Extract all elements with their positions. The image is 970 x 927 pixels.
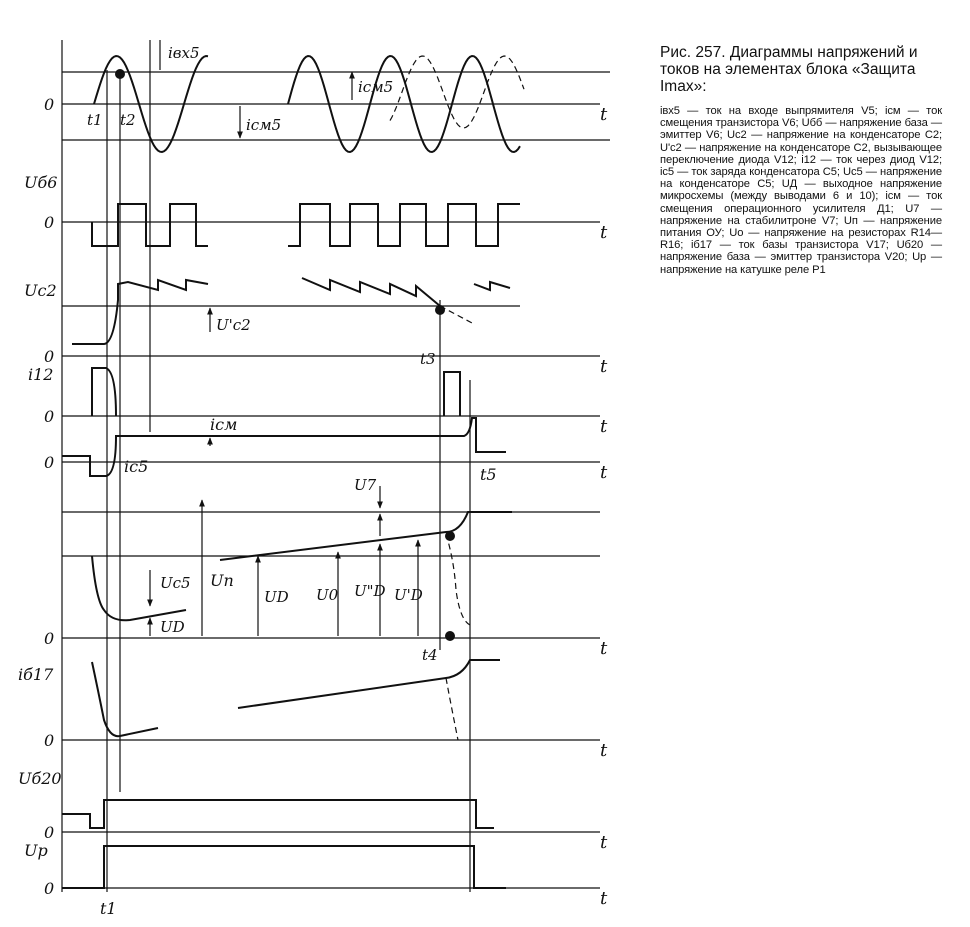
uc2-dashed <box>439 305 475 325</box>
label-ub6: Uб6 <box>24 173 57 192</box>
zero-label: 0 <box>44 347 54 366</box>
label-udp: U'D <box>394 586 423 604</box>
i12-pulse-left <box>91 367 117 417</box>
time-axis-label: t <box>600 740 608 761</box>
ud-rise <box>219 511 512 561</box>
label-t5: t5 <box>480 465 497 484</box>
zero-label: 0 <box>44 879 54 898</box>
label-ib17: iб17 <box>18 665 54 684</box>
label-uc2: Uc2 <box>24 281 57 300</box>
label-up: Up <box>24 841 48 860</box>
zero-label: 0 <box>44 407 54 426</box>
time-axis-label: t <box>600 104 608 125</box>
uc2-right-tail <box>473 280 511 292</box>
label-u7: U7 <box>354 476 377 494</box>
label-uc2p: U'c2 <box>216 316 251 334</box>
caption-body: iвх5 — ток на входе выпрямителя V5; iсм … <box>660 105 942 276</box>
zero-label: 0 <box>44 453 54 472</box>
time-axis-label: t <box>600 888 608 909</box>
ud-decay <box>91 555 187 622</box>
ib17-rise <box>237 659 500 709</box>
time-axis-label: t <box>600 832 608 853</box>
label-icm: iсм <box>210 415 237 434</box>
zero-label: 0 <box>44 213 54 232</box>
zero-label: 0 <box>44 823 54 842</box>
sine-dashed <box>389 55 525 129</box>
label-i12: i12 <box>28 365 53 384</box>
label-t3: t3 <box>420 350 436 368</box>
sine-ivx5-right <box>287 54 521 154</box>
uc2-left <box>72 278 209 345</box>
up-trace <box>62 845 506 889</box>
label-t1-bottom: t1 <box>100 899 117 918</box>
square-ub6-right <box>288 203 520 247</box>
label-t2-top: t2 <box>120 111 136 129</box>
label-t4: t4 <box>422 646 438 664</box>
time-axis-label: t <box>600 462 608 483</box>
label-up-supply: Uп <box>210 571 234 590</box>
label-ud: UD <box>264 588 289 606</box>
ib17-decay <box>91 661 159 738</box>
uc2-right <box>301 277 441 307</box>
zero-label: 0 <box>44 95 54 114</box>
caption-title: Рис. 257. Диаграммы напряжений и токов н… <box>660 44 918 95</box>
label-icm5: iсм5 <box>246 116 281 134</box>
i12-pulse-right <box>443 371 461 416</box>
ib17-dashed <box>445 677 459 741</box>
label-uc5: Uc5 <box>160 574 191 592</box>
label-ub20: Uб20 <box>18 769 62 788</box>
time-axis-label: t <box>600 638 608 659</box>
timing-diagram: 0 t 0 t 0 t 0 t 0 t 0 t 0 t 0 t 0 t iвх5 iсм5 iсм5 t1 t2Uб6Uc2… <box>18 40 610 918</box>
zero-label: 0 <box>44 629 54 648</box>
time-axis-label: t <box>600 222 608 243</box>
label-udpp: U"D <box>354 582 386 600</box>
time-axis-label: t <box>600 416 608 437</box>
time-axis-label: t <box>600 356 608 377</box>
figure-caption: Рис. 257. Диаграммы напряжений и токов н… <box>660 44 942 276</box>
label-u0: U0 <box>316 586 339 604</box>
zero-label: 0 <box>44 731 54 750</box>
label-ud-small: UD <box>160 618 185 636</box>
square-ub6-left <box>91 203 208 247</box>
label-t1-top: t1 <box>87 111 103 129</box>
point-t4-marker <box>445 631 455 641</box>
label-ic5: ic5 <box>124 457 148 476</box>
label-icm5-top: iсм5 <box>358 78 393 96</box>
ud-dashed <box>445 533 471 626</box>
ub20-trace <box>62 799 494 829</box>
label-ivx5: iвх5 <box>168 44 200 62</box>
